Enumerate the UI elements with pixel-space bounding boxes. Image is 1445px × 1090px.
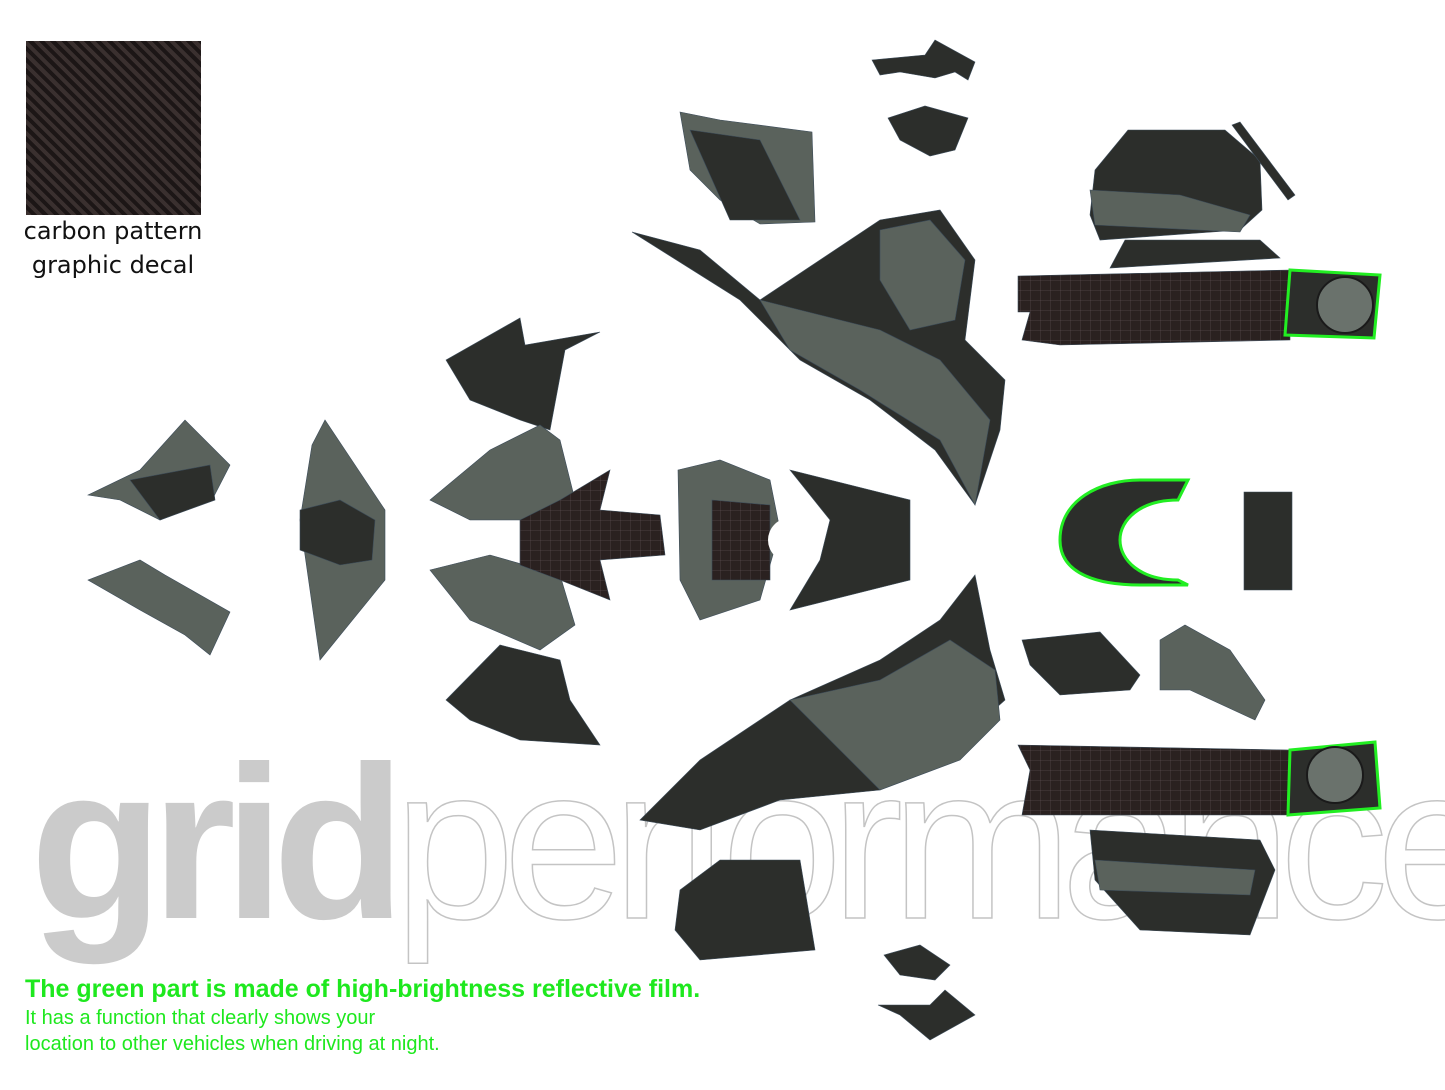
reflective-film-headline: The green part is made of high-brightnes… <box>25 975 701 1003</box>
bmw-roundel-icon <box>1316 276 1374 334</box>
swatch-caption: carbon pattern graphic decal <box>0 214 226 282</box>
description-line2: location to other vehicles when driving … <box>25 1033 440 1055</box>
carbon-pattern-swatch <box>26 41 201 215</box>
decal-rim-stripes-reflective <box>1058 478 1293 591</box>
decal-side-panel-lower <box>639 574 1006 1041</box>
decal-front-fairing <box>87 419 386 661</box>
bmw-roundel-icon <box>1306 746 1364 804</box>
decal-top-small <box>871 39 976 157</box>
swatch-caption-line1: carbon pattern <box>23 217 203 245</box>
reflective-film-description: It has a function that clearly shows you… <box>25 1005 440 1057</box>
watermark-grid: grid <box>30 722 406 965</box>
decal-tank-lower <box>1017 624 1382 936</box>
decal-tank-upper <box>1017 121 1382 346</box>
decal-center-pieces <box>429 317 911 746</box>
description-line1: It has a function that clearly shows you… <box>25 1007 376 1029</box>
swatch-caption-line2: graphic decal <box>31 251 195 279</box>
decal-side-panel-upper <box>631 111 1006 506</box>
